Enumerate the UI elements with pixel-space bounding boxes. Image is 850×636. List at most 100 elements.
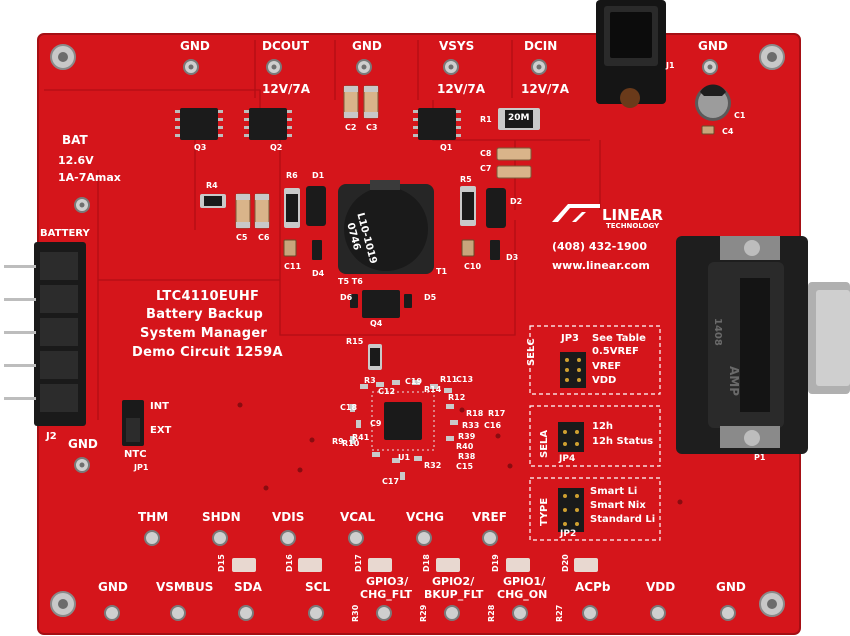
board-title-line-3: System Manager — [140, 326, 268, 341]
ref-r18: R18 — [466, 409, 484, 418]
ref-c11: C11 — [284, 262, 302, 271]
jumper-outlines — [529, 325, 661, 541]
label-battery-connector: BATTERY — [40, 228, 90, 239]
bottom-label-chg-flt: CHG_FLT — [360, 588, 413, 601]
led-ref-d18: D18 — [422, 554, 431, 572]
ref-r27: R27 — [555, 604, 564, 622]
label-dcout-rating: 12V/7A — [262, 82, 311, 96]
ref-q4: Q4 — [370, 319, 383, 328]
pcb-board — [38, 34, 800, 634]
ref-c18: C18 — [340, 403, 358, 412]
ref-c13: C13 — [456, 375, 474, 384]
tp-label-vcal: VCAL — [340, 510, 376, 524]
label-vsys-rating: 12V/7A — [437, 82, 486, 96]
ref-c19: C19 — [405, 377, 423, 386]
ref-c4: C4 — [722, 127, 734, 136]
capacitor-c1 — [695, 84, 731, 121]
company-web: www.linear.com — [552, 259, 650, 272]
bottom-label-gnd-2: GND — [716, 580, 746, 594]
led-ref-d19: D19 — [491, 554, 500, 572]
small-smd-parts — [350, 380, 458, 480]
label-gnd-top-1: GND — [180, 39, 210, 53]
tp-label-shdn: SHDN — [202, 510, 241, 524]
linear-logo-icon — [552, 204, 600, 222]
ref-c3: C3 — [366, 123, 378, 132]
status-leds — [232, 558, 598, 572]
resistors — [200, 108, 540, 370]
label-dcin-rating: 12V/7A — [521, 82, 570, 96]
ref-c16: C16 — [484, 421, 502, 430]
company-phone: (408) 432-1900 — [552, 240, 647, 253]
mosfets — [180, 108, 456, 318]
diodes — [306, 186, 506, 308]
bottom-label-scl: SCL — [305, 580, 331, 594]
tp-label-vdis: VDIS — [272, 510, 305, 524]
bottom-label-vsmbus: VSMBUS — [156, 580, 214, 594]
label-vsys: VSYS — [439, 39, 475, 53]
ref-r33: R33 — [462, 421, 480, 430]
bottom-test-posts — [104, 605, 736, 621]
battery-connector-j2 — [4, 242, 86, 426]
ref-r40: R40 — [456, 442, 474, 451]
ref-r10: R10 — [342, 439, 360, 448]
ref-j1: J1 — [666, 61, 675, 70]
jp2-line-2: Smart Nix — [590, 500, 646, 511]
label-jp1-int: INT — [150, 401, 169, 412]
ref-c7: C7 — [480, 164, 492, 173]
ref-q3: Q3 — [194, 143, 207, 152]
label-dcin: DCIN — [524, 39, 558, 53]
led-ref-d16: D16 — [285, 554, 294, 572]
ref-j2: J2 — [46, 431, 57, 442]
ref-r17: R17 — [488, 409, 506, 418]
ref-r15: R15 — [346, 337, 364, 346]
ref-r4: R4 — [206, 181, 218, 190]
tp-label-vref: VREF — [472, 510, 507, 524]
bottom-label-gpio3: GPIO3/ — [366, 575, 409, 588]
bottom-label-sda: SDA — [234, 580, 262, 594]
bottom-label-chg-on: CHG_ON — [497, 588, 548, 601]
label-gnd-top-3: GND — [698, 39, 728, 53]
led-ref-d20: D20 — [561, 554, 570, 572]
vias — [237, 402, 683, 505]
jp4-line-1: 12h — [592, 421, 614, 432]
ref-r11: R11 — [440, 375, 458, 384]
jp2-line-3: Standard Li — [590, 514, 656, 525]
jp3-name: SELC — [526, 338, 537, 366]
ref-r12: R12 — [448, 393, 466, 402]
ref-d1: D1 — [312, 171, 325, 180]
ref-c2: C2 — [345, 123, 357, 132]
ref-c5: C5 — [236, 233, 248, 242]
company-name: LINEAR — [602, 206, 664, 224]
bottom-label-vdd: VDD — [646, 580, 676, 594]
jp2-name: TYPE — [539, 497, 550, 526]
bottom-label-gpio1: GPIO1/ — [503, 575, 546, 588]
label-bat-current: 1A-7Amax — [58, 171, 121, 184]
ref-r41: R41 — [352, 433, 370, 442]
ref-c17: C17 — [382, 477, 400, 486]
led-ref-d17: D17 — [354, 554, 363, 572]
ref-c15: C15 — [456, 462, 474, 471]
ref-r14: R14 — [424, 385, 442, 394]
label-bat-voltage: 12.6V — [58, 154, 94, 167]
bottom-label-acpb: ACPb — [575, 580, 611, 594]
ref-c8: C8 — [480, 149, 492, 158]
ref-r1: R1 — [480, 115, 492, 124]
jp2-ref: JP2 — [560, 529, 577, 539]
ref-d3: D3 — [506, 253, 519, 262]
ref-c6: C6 — [258, 233, 270, 242]
mid-test-posts — [144, 530, 498, 546]
jp2-line-1: Smart Li — [590, 486, 638, 497]
controller-ic-u1 — [371, 391, 435, 451]
board-title-line-1: LTC4110EUHF — [156, 289, 260, 304]
ref-r3: R3 — [364, 376, 376, 385]
inductor-t1 — [338, 180, 434, 274]
ref-q2: Q2 — [270, 143, 283, 152]
jp4-name: SELA — [539, 429, 550, 458]
serial-mark-1408: 1408 — [712, 318, 723, 346]
ref-r9: R9 — [332, 437, 344, 446]
ref-r6: R6 — [286, 171, 298, 180]
led-ref-d15: D15 — [217, 554, 226, 572]
board-title-line-2: Battery Backup — [146, 307, 264, 322]
ref-d2: D2 — [510, 197, 523, 206]
